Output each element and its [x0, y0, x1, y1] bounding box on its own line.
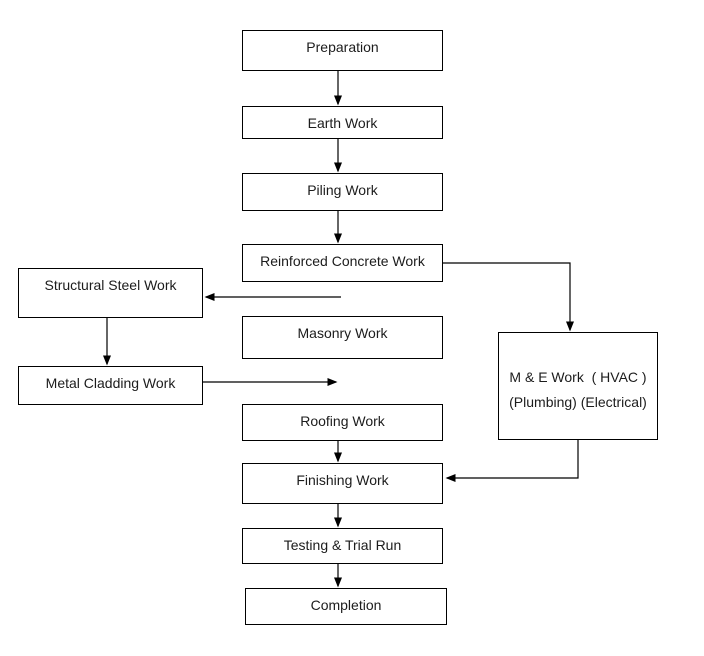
node-earth-work-label: Earth Work	[307, 115, 378, 131]
node-earth-work: Earth Work	[242, 106, 443, 139]
node-structural-steel-work-label: Structural Steel Work	[44, 277, 177, 293]
node-piling-work: Piling Work	[242, 173, 443, 211]
node-roofing-work: Roofing Work	[242, 404, 443, 441]
node-preparation-label: Preparation	[306, 39, 379, 55]
edge-me-work-to-finishing-work	[445, 440, 579, 482]
node-finishing-work: Finishing Work	[242, 463, 443, 504]
node-testing-trial-run-label: Testing & Trial Run	[283, 537, 402, 553]
node-finishing-work-label: Finishing Work	[296, 472, 389, 488]
node-masonry-work-label: Masonry Work	[297, 325, 388, 341]
node-me-work: M & E Work ( HVAC ) (Plumbing) (Electric…	[498, 332, 658, 440]
node-completion-label: Completion	[310, 597, 382, 613]
node-me-work-label-line2: (Plumbing) (Electrical)	[509, 394, 647, 410]
node-roofing-work-label: Roofing Work	[300, 413, 385, 429]
node-preparation: Preparation	[242, 30, 443, 71]
node-piling-work-label: Piling Work	[307, 182, 378, 198]
node-metal-cladding-work-label: Metal Cladding Work	[45, 375, 176, 391]
node-testing-trial-run: Testing & Trial Run	[242, 528, 443, 564]
node-masonry-work: Masonry Work	[242, 316, 443, 359]
edge-reinforced-concrete-work-to-me-work	[443, 262, 574, 332]
node-reinforced-concrete-work-label: Reinforced Concrete Work	[260, 253, 425, 269]
node-me-work-label-line1: M & E Work ( HVAC )	[509, 369, 647, 385]
node-metal-cladding-work: Metal Cladding Work	[18, 366, 203, 405]
node-reinforced-concrete-work: Reinforced Concrete Work	[242, 244, 443, 282]
node-completion: Completion	[245, 588, 447, 625]
node-structural-steel-work: Structural Steel Work	[18, 268, 203, 318]
